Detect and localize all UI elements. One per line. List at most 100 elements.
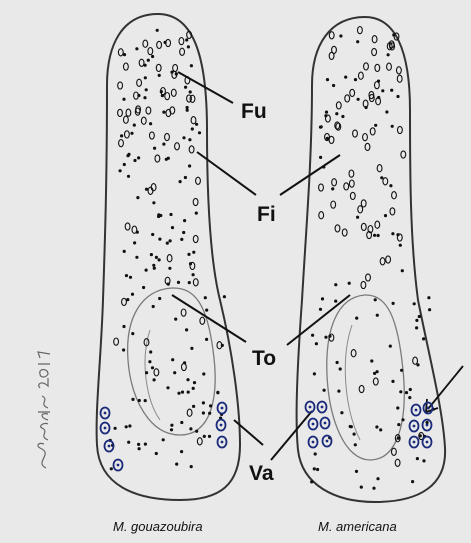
left-dot-mark	[202, 401, 205, 404]
left-oval-mark	[137, 79, 142, 86]
left-ventral-ring-center	[104, 427, 107, 430]
right-oval-mark	[365, 143, 370, 150]
left-dot-mark	[166, 242, 169, 245]
left-dot-mark	[158, 297, 161, 300]
left-dot-mark	[209, 404, 212, 407]
left-dot-mark	[143, 96, 146, 99]
left-oval-mark	[139, 59, 144, 66]
right-dot-mark	[401, 269, 404, 272]
right-dot-mark	[355, 470, 358, 473]
left-dot-mark	[192, 251, 195, 254]
left-dot-mark	[203, 435, 206, 438]
left-dot-mark	[216, 391, 219, 394]
left-dot-mark	[205, 338, 208, 341]
right-oval-mark	[395, 459, 400, 466]
left-dot-mark	[169, 213, 172, 216]
left-oval-mark	[196, 177, 201, 184]
right-dot-mark	[374, 124, 377, 127]
leader-va-left	[234, 420, 263, 445]
right-hoof-outline	[297, 17, 446, 502]
right-dot-mark	[376, 314, 379, 317]
left-dot-mark	[175, 463, 178, 466]
left-dot-mark	[185, 328, 188, 331]
left-dot-mark	[122, 348, 125, 351]
left-dot-mark	[191, 127, 194, 130]
left-dot-mark	[145, 88, 148, 91]
right-ventral-ring-center	[415, 409, 418, 412]
left-oval-mark	[189, 146, 194, 153]
right-dot-mark	[405, 391, 408, 394]
right-dot-mark	[401, 418, 404, 421]
right-torus-inner	[345, 325, 360, 440]
right-dot-mark	[379, 428, 382, 431]
right-dot-mark	[399, 244, 402, 247]
right-dot-mark	[411, 480, 414, 483]
right-dot-mark	[335, 112, 338, 115]
right-dot-mark	[320, 125, 323, 128]
right-dot-mark	[374, 298, 377, 301]
right-oval-mark	[344, 183, 349, 190]
right-oval-mark	[319, 212, 324, 219]
left-dot-mark	[208, 435, 211, 438]
right-dot-mark	[413, 302, 416, 305]
right-dot-mark	[390, 89, 393, 92]
left-dot-mark	[180, 450, 183, 453]
left-dot-mark	[120, 134, 123, 137]
left-oval-mark	[165, 133, 170, 140]
left-oval-mark	[180, 48, 185, 55]
right-dot-mark	[415, 319, 418, 322]
right-oval-mark	[390, 208, 395, 215]
left-oval-mark	[114, 338, 119, 345]
right-dot-mark	[324, 336, 327, 339]
left-dot-mark	[136, 231, 139, 234]
left-dot-mark	[187, 253, 190, 256]
left-oval-mark	[119, 140, 124, 147]
left-oval-mark	[193, 198, 198, 205]
right-dot-mark	[334, 283, 337, 286]
left-oval-mark	[182, 363, 187, 370]
right-dot-mark	[416, 363, 419, 366]
right-ventral-ring-center	[413, 441, 416, 444]
right-ventral-ring-center	[427, 407, 430, 410]
left-dot-mark	[150, 253, 153, 256]
left-dot-mark	[131, 398, 134, 401]
left-dot-mark	[189, 90, 192, 93]
right-dot-mark	[356, 40, 359, 43]
right-dot-mark	[325, 111, 328, 114]
right-oval-mark	[350, 89, 355, 96]
right-dot-mark	[370, 359, 373, 362]
left-dot-mark	[135, 47, 138, 50]
caption-right: M. americana	[318, 519, 397, 534]
left-dot-mark	[167, 283, 170, 286]
right-dot-mark	[323, 389, 326, 392]
right-ventral-ring-center	[312, 441, 315, 444]
left-dot-mark	[149, 122, 152, 125]
right-dot-mark	[336, 361, 339, 364]
right-dot-mark	[332, 84, 335, 87]
left-oval-mark	[181, 309, 186, 316]
left-oval-mark	[200, 317, 205, 324]
right-oval-mark	[372, 48, 377, 55]
left-dot-mark	[170, 424, 173, 427]
right-dot-mark	[391, 380, 394, 383]
left-dot-mark	[179, 180, 182, 183]
right-ventral-ring-center	[413, 425, 416, 428]
left-dot-mark	[187, 45, 190, 48]
right-ventral-ring-center	[321, 406, 324, 409]
left-oval-mark	[124, 63, 129, 70]
right-dot-mark	[339, 34, 342, 37]
right-dot-mark	[315, 342, 318, 345]
left-oval-mark	[124, 116, 129, 123]
left-oval-mark	[167, 255, 172, 262]
left-dot-mark	[122, 325, 125, 328]
left-dot-mark	[127, 175, 130, 178]
right-oval-mark	[401, 151, 406, 158]
right-dot-mark	[389, 345, 392, 348]
right-oval-mark	[345, 95, 350, 102]
right-ventral-ring-center	[309, 406, 312, 409]
leader-to-right	[287, 295, 350, 345]
left-dot-mark	[164, 41, 167, 44]
right-dot-mark	[344, 76, 347, 79]
left-dot-mark	[186, 378, 189, 381]
